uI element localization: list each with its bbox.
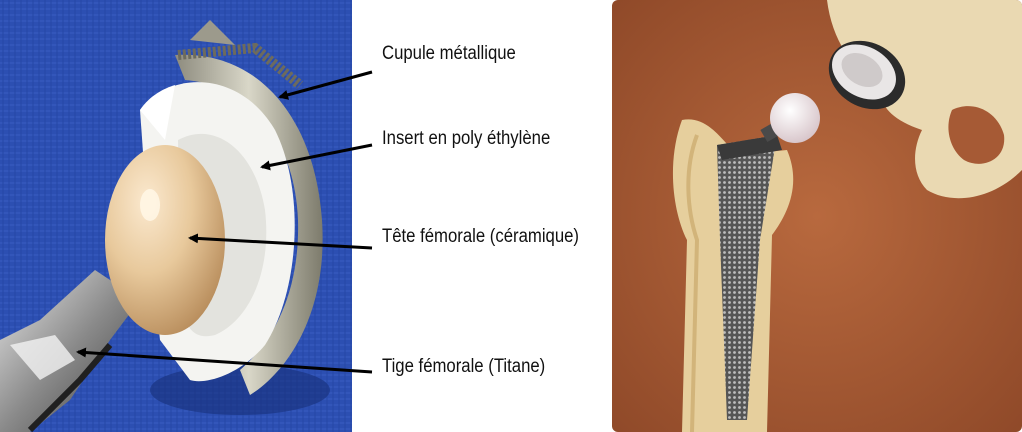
prosthesis-illustration: [0, 0, 352, 432]
label-metal-cup: Cupule métallique: [382, 43, 516, 65]
label-femoral-stem: Tige fémorale (Titane): [382, 356, 545, 378]
ceramic-head: [105, 145, 225, 335]
hip-implant-photo: [612, 0, 1022, 432]
prosthesis-photo: [0, 0, 352, 432]
label-ceramic-head: Tête fémorale (céramique): [382, 226, 579, 248]
femoral-head-ball: [770, 93, 820, 143]
hip-implant-illustration: [612, 0, 1022, 432]
label-polyethylene-insert: Insert en poly éthylène: [382, 128, 550, 150]
